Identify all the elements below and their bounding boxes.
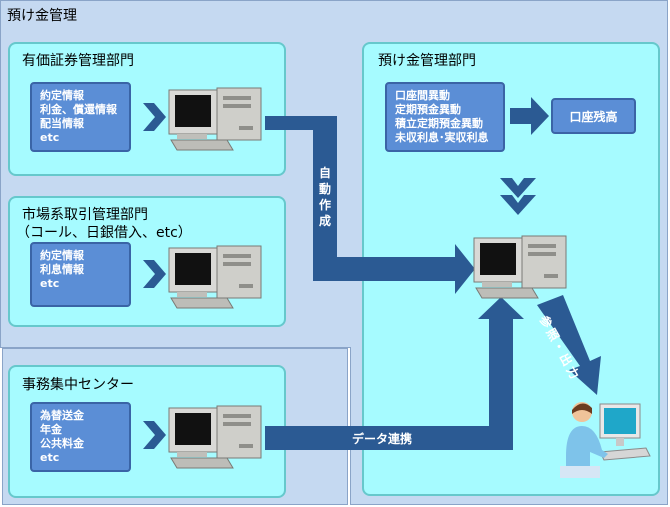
- area-title: 預け金管理: [7, 8, 77, 24]
- reference-output-arrow: [537, 295, 601, 395]
- computer-icon: [168, 405, 262, 469]
- securities-info-box: 約定情報 利金、償還情報 配当情報 etc: [30, 82, 131, 152]
- auto-create-label-3: 作: [318, 198, 331, 212]
- chevron-right-icon: [143, 421, 166, 449]
- office-info-box: 為替送金 年金 公共料金 etc: [30, 402, 131, 472]
- account-balance-box: 口座残高: [551, 98, 636, 134]
- computer-icon: [168, 87, 262, 151]
- office-item: 為替送金: [40, 409, 84, 422]
- chevron-down-icon: [500, 178, 536, 198]
- securities-item: 配当情報: [40, 117, 84, 130]
- to-balance-arrow: [510, 97, 549, 135]
- deposit-item: 未収利息･実収利息: [395, 131, 489, 144]
- market-item: 利息情報: [40, 263, 84, 276]
- auto-create-label-1: 自: [318, 166, 331, 180]
- computer-icon: [168, 245, 262, 309]
- market-info-box: 約定情報 利息情報 etc: [30, 242, 131, 307]
- panel-securities-title: 有価証券管理部門: [22, 53, 134, 69]
- securities-item: etc: [40, 131, 60, 144]
- securities-item: 利金、償還情報: [40, 103, 117, 116]
- chevron-down-icon: [500, 195, 536, 215]
- chevron-right-icon: [143, 260, 166, 288]
- data-link-arrow: [265, 297, 524, 450]
- deposit-item: 口座間異動: [395, 89, 450, 102]
- auto-create-label-2: 動: [318, 182, 331, 196]
- panel-deposit-title: 預け金管理部門: [378, 53, 476, 69]
- market-item: 約定情報: [40, 249, 84, 262]
- office-item: 年金: [40, 423, 62, 436]
- chevron-right-icon: [143, 103, 166, 131]
- computer-icon: [473, 235, 567, 299]
- panel-office-title: 事務集中センター: [22, 377, 134, 393]
- data-link-label: データ連携: [352, 432, 413, 446]
- auto-create-arrow: [265, 116, 475, 294]
- securities-item: 約定情報: [40, 89, 84, 102]
- deposit-item: 積立定期預金異動: [395, 117, 483, 130]
- market-item: etc: [40, 277, 60, 290]
- office-item: etc: [40, 451, 60, 464]
- panel-market-subtitle: （コール、日銀借入、etc）: [16, 225, 192, 241]
- deposit-info-box: 口座間異動 定期預金異動 積立定期預金異動 未収利息･実収利息: [385, 82, 505, 152]
- office-item: 公共料金: [40, 437, 84, 450]
- panel-market-title: 市場系取引管理部門: [22, 207, 148, 223]
- deposit-item: 定期預金異動: [395, 103, 461, 116]
- user-at-computer-icon: [560, 402, 651, 478]
- auto-create-label-4: 成: [318, 214, 331, 228]
